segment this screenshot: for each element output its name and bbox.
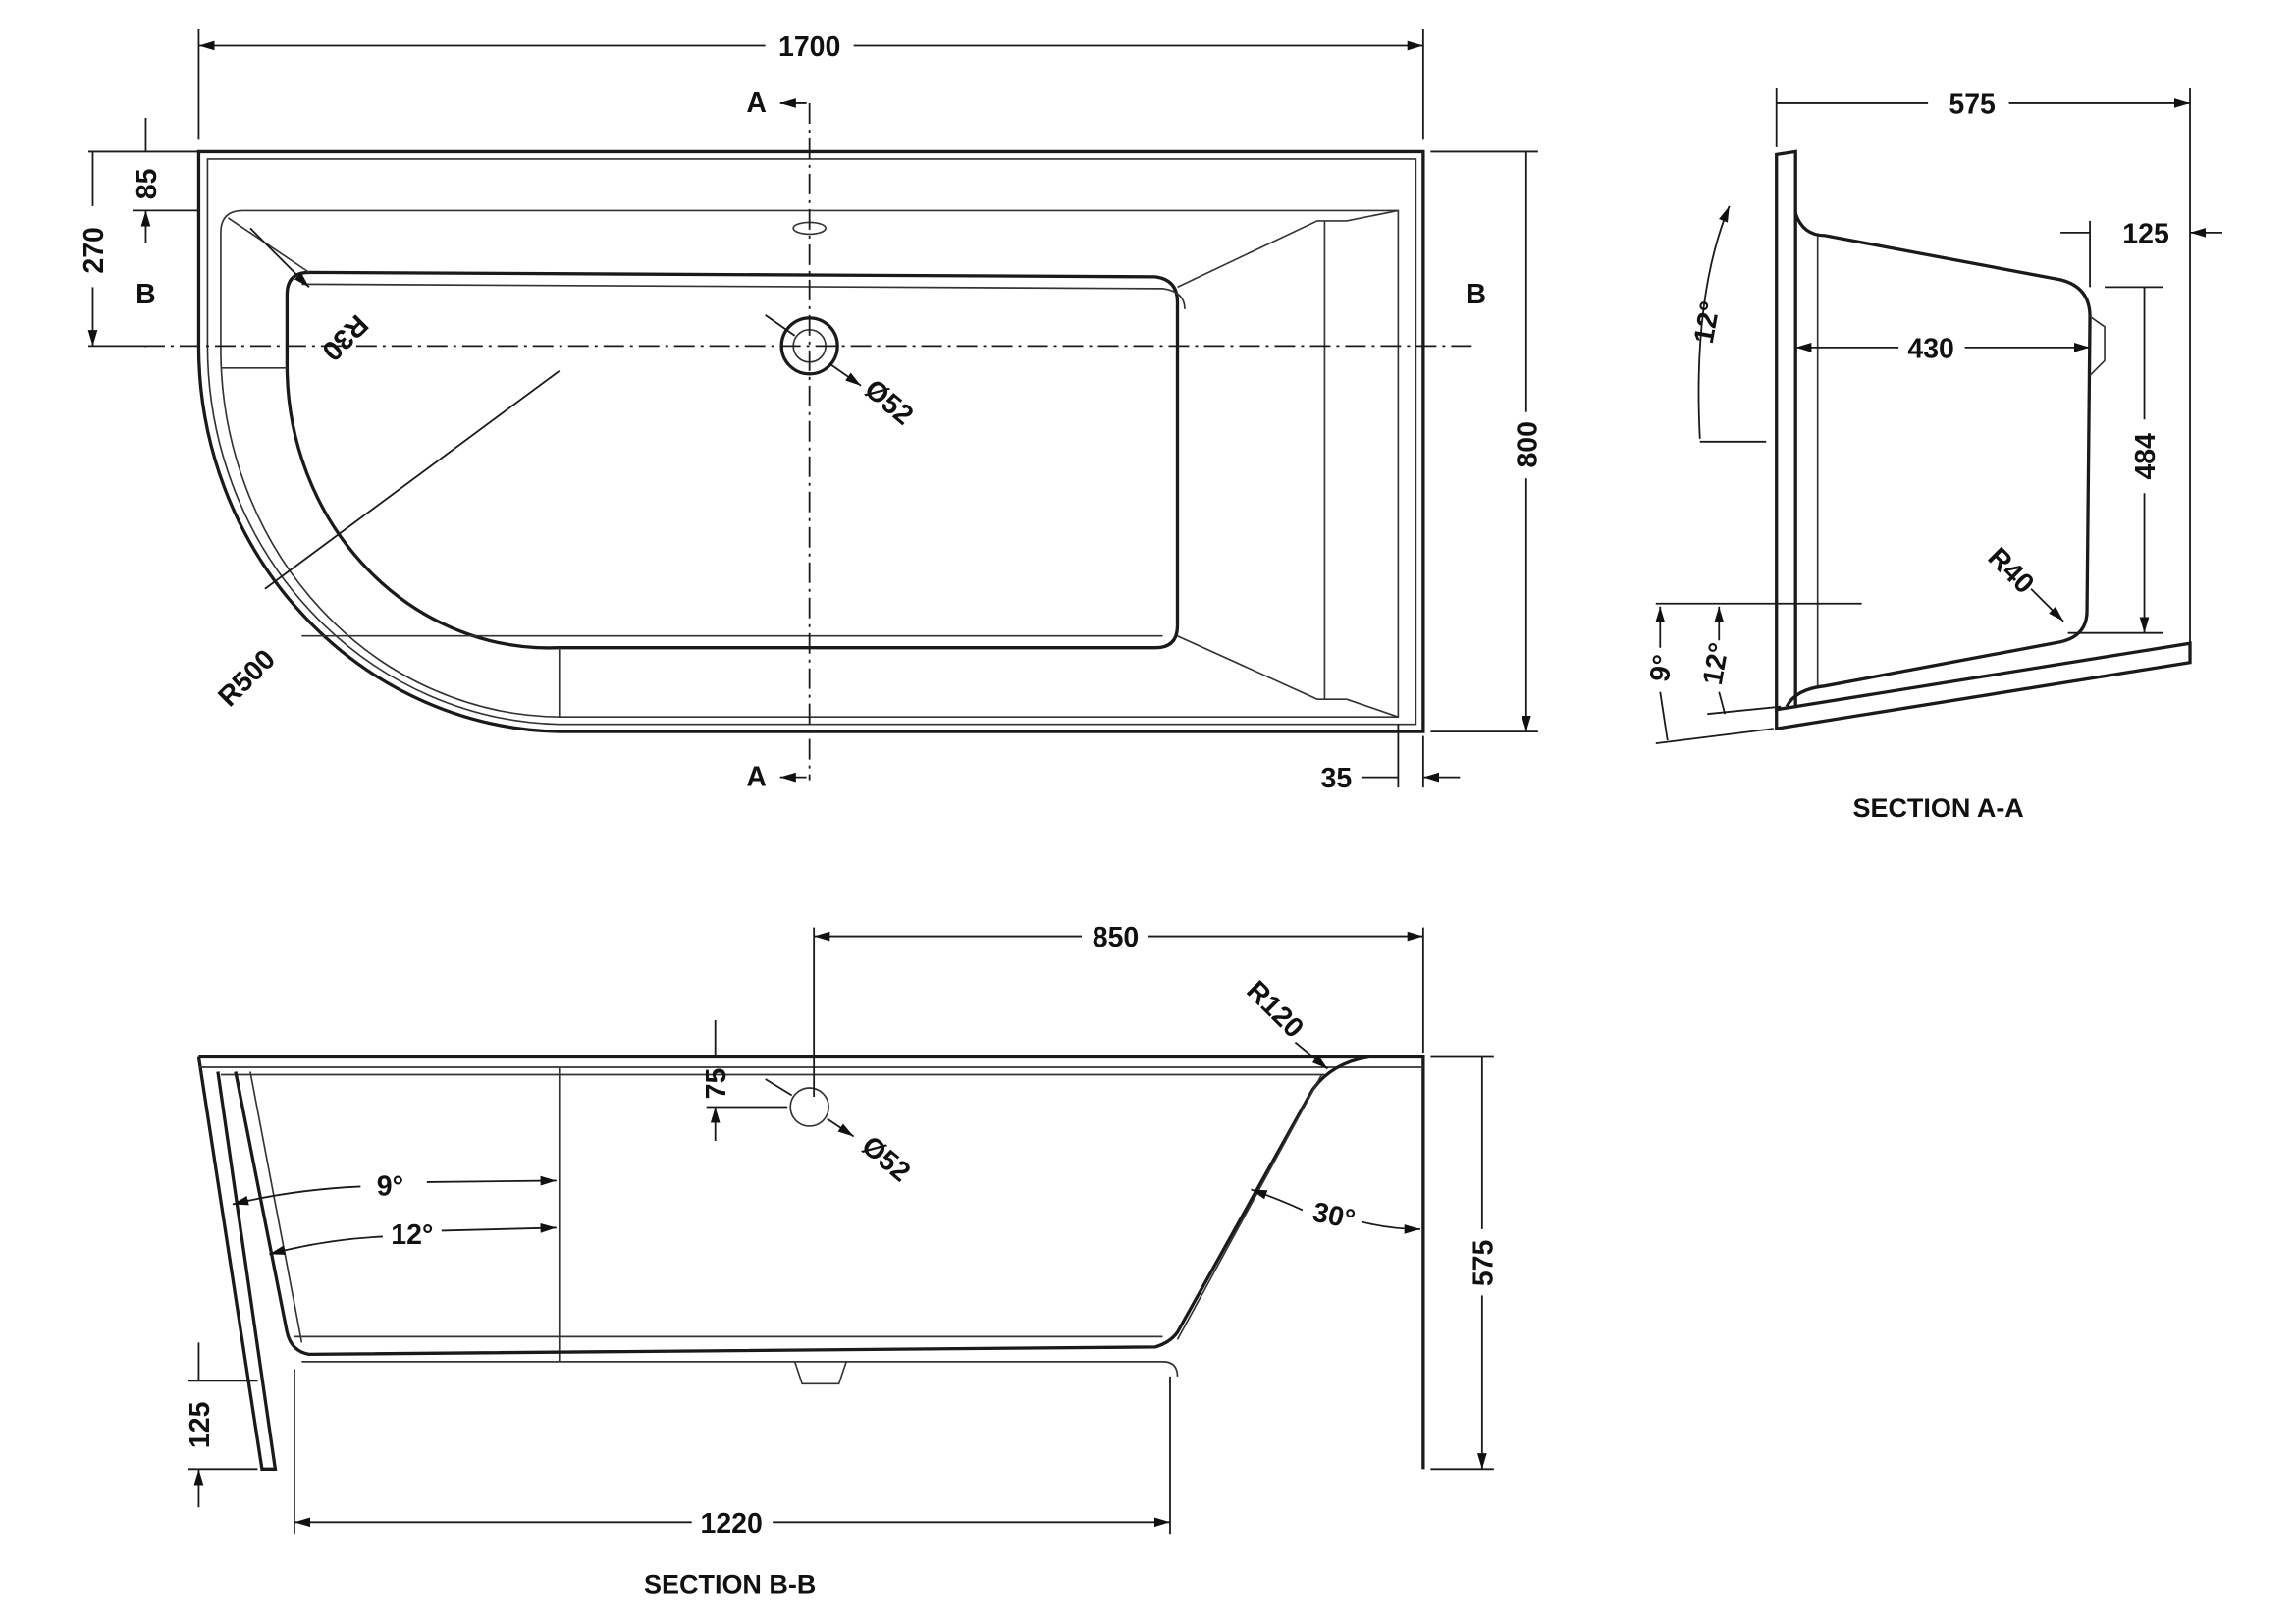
dim-430: 430 (1907, 333, 1954, 364)
section-b-marker-right: B (1467, 279, 1487, 310)
radius-r40: R40 (1982, 542, 2041, 601)
basin-profile (234, 1055, 1369, 1357)
dim-75: 75 (701, 1068, 732, 1100)
dim-850: 850 (1093, 922, 1140, 953)
plan-view: 1700 A A B B 85 270 R30 Ø52 R500 800 35 (79, 29, 1543, 794)
dim-484: 484 (2130, 433, 2162, 480)
outer-shell (196, 1055, 1425, 1471)
angle-9: 9° (1644, 652, 1680, 683)
overflow-diameter-b: Ø52 (856, 1130, 917, 1188)
section-a-a: 575 125 430 484 R40 12° 12° 9° SECTION A… (1644, 88, 2223, 823)
section-b-marker-left: B (135, 279, 156, 310)
dim-270: 270 (79, 227, 110, 273)
basin (285, 270, 1180, 650)
dim-125-b: 125 (185, 1401, 216, 1448)
section-a-title: SECTION A-A (1852, 793, 2023, 823)
base-plate (1775, 641, 2192, 731)
section-a-marker-bottom: A (746, 762, 767, 793)
radius-r30: R30 (315, 308, 374, 367)
dim-575-b: 575 (1468, 1240, 1499, 1287)
bath-outline (196, 149, 1425, 733)
angle-9-b: 9° (377, 1170, 403, 1202)
dim-1220: 1220 (701, 1508, 763, 1540)
rim-edge (206, 158, 1417, 726)
dim-125-a: 125 (2122, 218, 2169, 249)
angle-30: 30° (1309, 1197, 1358, 1236)
angle-12-upper: 12° (1688, 298, 1727, 346)
profile (1785, 212, 2092, 708)
waste-diameter: Ø52 (859, 373, 920, 431)
radius-r120: R120 (1240, 975, 1309, 1045)
inner-rim (220, 209, 1400, 718)
section-b-b: 850 R120 75 Ø52 9° 12° 30° 575 125 1220 … (185, 922, 1499, 1598)
dim-1700: 1700 (778, 31, 840, 63)
overflow-b (789, 1087, 829, 1127)
section-a-marker-top: A (746, 87, 767, 119)
dim-85: 85 (132, 168, 163, 199)
angle-12-lower: 12° (1697, 640, 1735, 687)
section-b-title: SECTION B-B (644, 1569, 816, 1598)
angle-12-b: 12° (391, 1219, 433, 1251)
radius-r500: R500 (212, 643, 282, 713)
dim-35: 35 (1321, 763, 1353, 794)
dim-800: 800 (1512, 421, 1543, 468)
dim-575-a: 575 (1949, 88, 1996, 120)
back-wall (1775, 149, 1797, 712)
